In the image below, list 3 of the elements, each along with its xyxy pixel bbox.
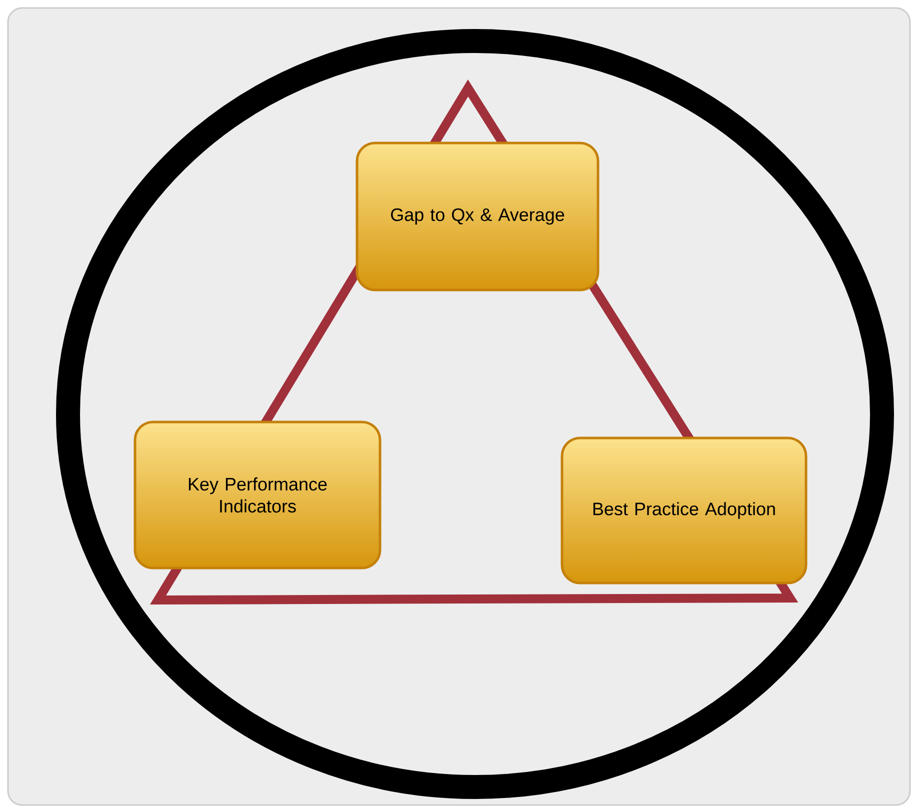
process-box: Key Performance Indicators bbox=[134, 420, 382, 570]
process-box: Gap to Qx & Average bbox=[356, 142, 600, 292]
process-box: Best Practice Adoption bbox=[560, 436, 808, 584]
